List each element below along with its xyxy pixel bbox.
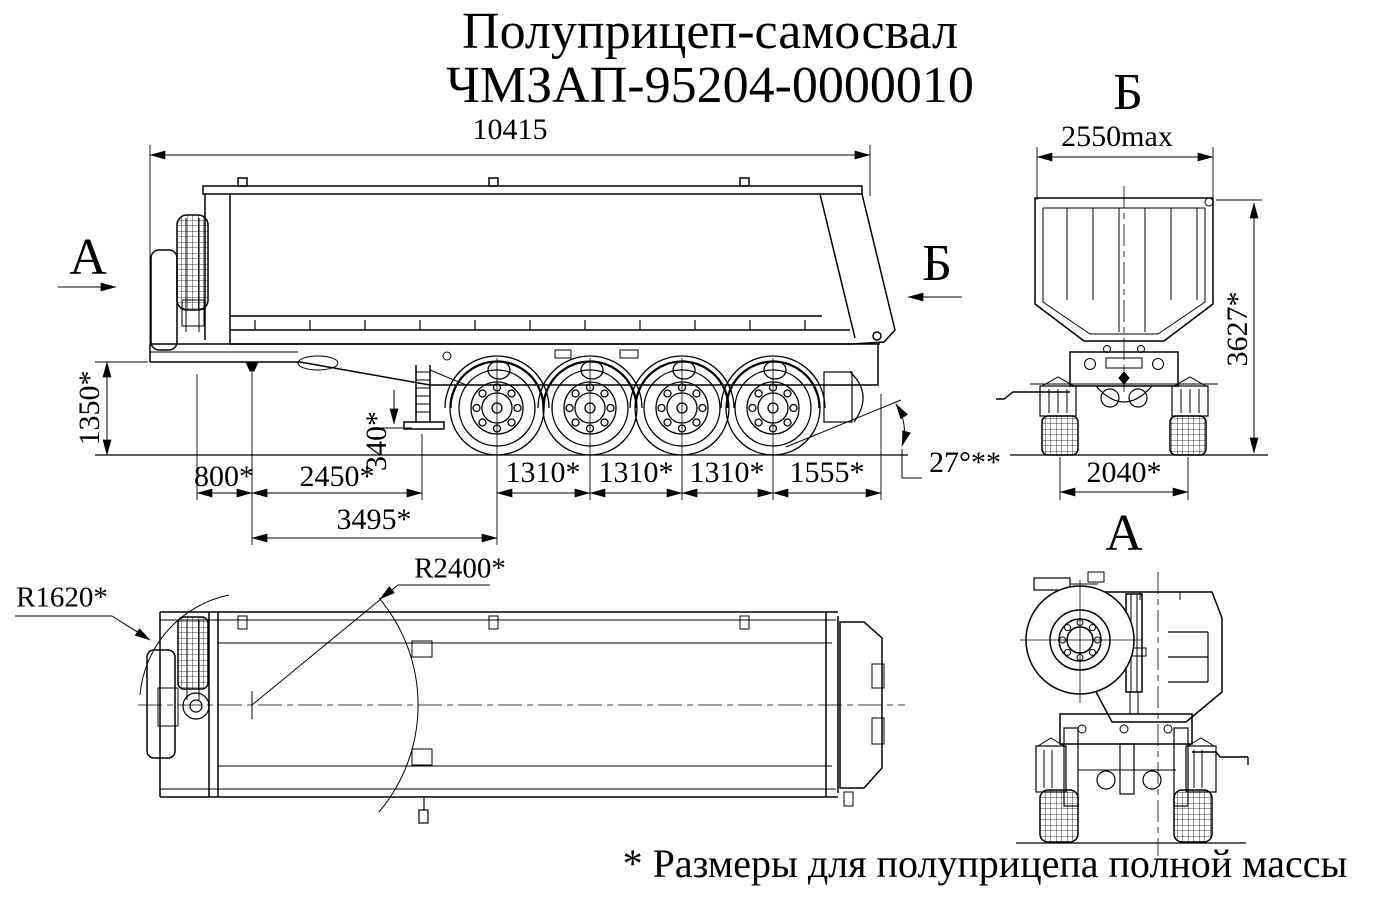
dim-overall-length: 10415: [472, 113, 548, 146]
dim-tipping-angle: 27°**: [929, 446, 1001, 479]
dim-axle-spacing-3: 1310*: [689, 456, 765, 489]
dim-overall-height: 3627*: [1221, 291, 1254, 367]
front-view-drawing: [1016, 571, 1249, 856]
dim-kingpin-to-support: 2450*: [299, 460, 375, 493]
title-line-1: Полуприцеп-самосвал: [462, 3, 958, 60]
section-label-a-side: А: [69, 229, 107, 286]
dim-axle-spacing-2: 1310*: [598, 456, 674, 489]
section-label-b-side: Б: [922, 235, 952, 292]
dimension-lines: [15, 145, 1262, 641]
rear-view-label: Б: [1113, 64, 1143, 121]
dim-body-swing-radius: R2400*: [414, 552, 506, 585]
dim-front-overhang: 800*: [194, 460, 254, 493]
top-view-drawing: [138, 594, 905, 824]
dim-front-swing-radius: R1620*: [16, 581, 108, 614]
dim-axle-spacing-1: 1310*: [505, 456, 581, 489]
dim-track-width: 2040*: [1086, 456, 1162, 489]
side-view-drawing: [95, 177, 908, 456]
rear-view-drawing: [996, 186, 1268, 456]
dim-fifth-wheel-height: 1350*: [73, 370, 106, 446]
dim-rear-overhang: 1555*: [789, 456, 865, 489]
title-line-2: ЧМЗАП-95204-0000010: [446, 57, 974, 114]
dim-kingpin-to-first-axle: 3495*: [336, 503, 412, 536]
dim-overall-width: 2550max: [1061, 120, 1173, 153]
dim-support-clearance: 340*: [360, 411, 393, 471]
footnote: * Размеры для полуприцепа полной массы: [622, 841, 1348, 886]
front-view-label: А: [1105, 505, 1143, 562]
drawing-title: Полуприцеп-самосвал ЧМЗАП-95204-0000010: [340, 6, 1080, 114]
